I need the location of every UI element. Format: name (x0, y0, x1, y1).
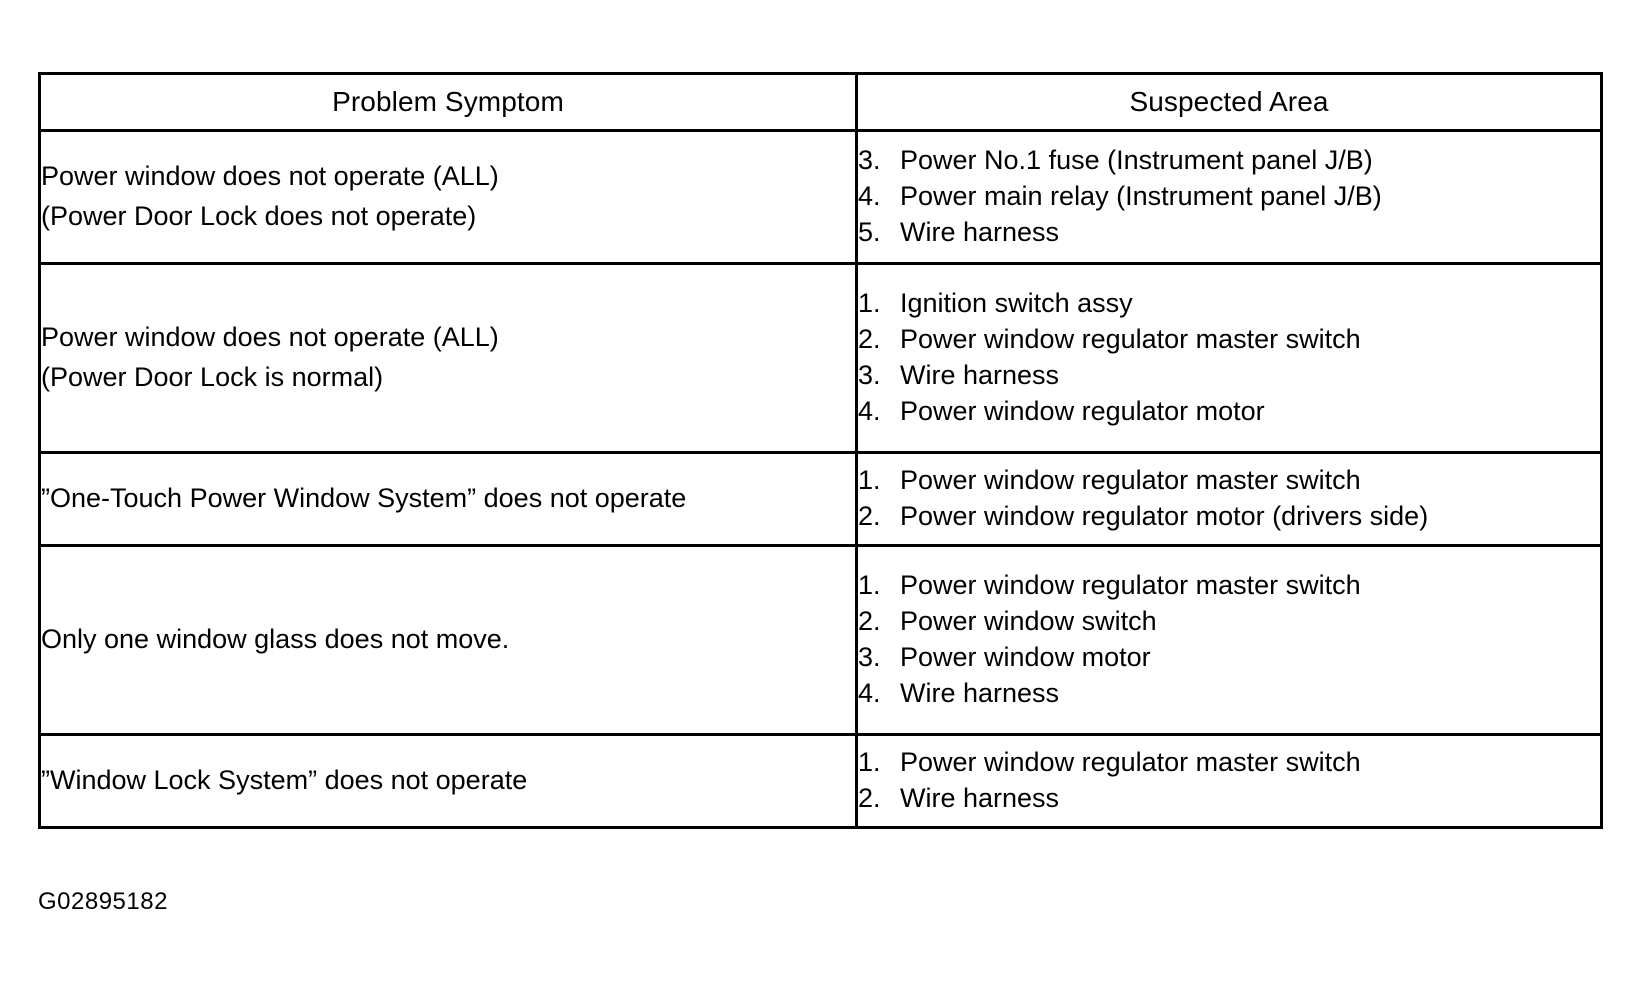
list-item-number: 1. (858, 747, 881, 777)
list-item-number: 1. (858, 288, 881, 318)
table-row: Only one window glass does not move. 1. … (38, 544, 1603, 736)
cell-suspected-area: 1. Power window regulator master switch … (855, 733, 1603, 829)
table-row: ”Window Lock System” does not operate 1.… (38, 733, 1603, 829)
cell-problem-symptom: Only one window glass does not move. (38, 544, 858, 736)
table-row: Power window does not operate (ALL) (Pow… (38, 262, 1603, 454)
list-item: 3. Power No.1 fuse (Instrument panel J/B… (858, 143, 1600, 179)
list-item-number: 4. (858, 181, 881, 211)
list-item-label: Wire harness (900, 783, 1060, 813)
column-header-suspected-area: Suspected Area (855, 72, 1603, 132)
symptom-line: Only one window glass does not move. (41, 624, 510, 655)
list-item-number: 3. (858, 145, 881, 175)
list-item-number: 4. (858, 678, 881, 708)
list-item-label: Wire harness (900, 217, 1060, 247)
list-item-number: 5. (858, 217, 881, 247)
suspected-area-list: 1. Power window regulator master switch … (858, 568, 1600, 712)
symptom-line: Power window does not operate (ALL) (41, 161, 499, 192)
list-item: 4. Wire harness (858, 676, 1600, 712)
list-item-number: 3. (858, 360, 881, 390)
cell-suspected-area: 3. Power No.1 fuse (Instrument panel J/B… (855, 129, 1603, 265)
list-item-label: Power window regulator master switch (900, 465, 1361, 495)
list-item-label: Power window regulator motor (900, 396, 1265, 426)
table-row: ”One-Touch Power Window System” does not… (38, 451, 1603, 547)
symptom-line: (Power Door Lock does not operate) (41, 201, 477, 231)
suspected-area-list: 1. Power window regulator master switch … (858, 463, 1600, 535)
list-item-number: 1. (858, 465, 881, 495)
list-item-label: Power window switch (900, 606, 1157, 636)
suspected-area-list: 1. Power window regulator master switch … (858, 745, 1600, 817)
symptom-line: (Power Door Lock is normal) (41, 362, 384, 392)
list-item-number: 3. (858, 642, 881, 672)
list-item: 1. Ignition switch assy (858, 286, 1600, 322)
suspected-area-list: 3. Power No.1 fuse (Instrument panel J/B… (858, 143, 1600, 251)
list-item: 2. Wire harness (858, 781, 1600, 817)
cell-suspected-area: 1. Power window regulator master switch … (855, 451, 1603, 547)
list-item-label: Wire harness (900, 360, 1060, 390)
list-item-label: Power main relay (Instrument panel J/B) (900, 181, 1382, 211)
list-item: 4. Power window regulator motor (858, 394, 1600, 430)
table-body: Power window does not operate (ALL) (Pow… (38, 129, 1603, 829)
list-item-label: Power window regulator master switch (900, 324, 1361, 354)
list-item: 2. Power window switch (858, 604, 1600, 640)
figure-caption: G02895182 (38, 888, 168, 915)
list-item-label: Power window regulator motor (drivers si… (900, 501, 1429, 531)
list-item-number: 2. (858, 501, 881, 531)
list-item: 3. Power window motor (858, 640, 1600, 676)
list-item-label: Power window regulator master switch (900, 747, 1361, 777)
table-header-row: Problem Symptom Suspected Area (38, 72, 1603, 132)
list-item-number: 2. (858, 324, 881, 354)
suspected-area-list: 1. Ignition switch assy 2. Power window … (858, 286, 1600, 430)
cell-problem-symptom: ”Window Lock System” does not operate (38, 733, 858, 829)
table-header: Problem Symptom Suspected Area (38, 72, 1603, 132)
cell-suspected-area: 1. Power window regulator master switch … (855, 544, 1603, 736)
list-item: 1. Power window regulator master switch (858, 568, 1600, 604)
table-row: Power window does not operate (ALL) (Pow… (38, 129, 1603, 265)
cell-suspected-area: 1. Ignition switch assy 2. Power window … (855, 262, 1603, 454)
list-item: 4. Power main relay (Instrument panel J/… (858, 179, 1600, 215)
list-item-number: 2. (858, 783, 881, 813)
list-item-number: 2. (858, 606, 881, 636)
list-item-label: Power window motor (900, 642, 1151, 672)
symptom-line: ”One-Touch Power Window System” does not… (41, 483, 687, 514)
list-item-label: Ignition switch assy (900, 288, 1133, 318)
symptom-line: ”Window Lock System” does not operate (41, 765, 528, 796)
list-item: 2. Power window regulator master switch (858, 322, 1600, 358)
list-item-number: 4. (858, 396, 881, 426)
list-item: 2. Power window regulator motor (drivers… (858, 499, 1600, 535)
list-item-number: 1. (858, 570, 881, 600)
troubleshooting-table: Problem Symptom Suspected Area Power win… (38, 72, 1603, 829)
list-item: 1. Power window regulator master switch (858, 463, 1600, 499)
list-item-label: Power No.1 fuse (Instrument panel J/B) (900, 145, 1373, 175)
cell-problem-symptom: Power window does not operate (ALL) (Pow… (38, 129, 858, 265)
column-header-problem-symptom: Problem Symptom (38, 72, 858, 132)
cell-problem-symptom: Power window does not operate (ALL) (Pow… (38, 262, 858, 454)
symptom-line: Power window does not operate (ALL) (41, 322, 499, 353)
list-item: 3. Wire harness (858, 358, 1600, 394)
list-item-label: Power window regulator master switch (900, 570, 1361, 600)
cell-problem-symptom: ”One-Touch Power Window System” does not… (38, 451, 858, 547)
list-item-label: Wire harness (900, 678, 1060, 708)
list-item: 1. Power window regulator master switch (858, 745, 1600, 781)
list-item: 5. Wire harness (858, 215, 1600, 251)
